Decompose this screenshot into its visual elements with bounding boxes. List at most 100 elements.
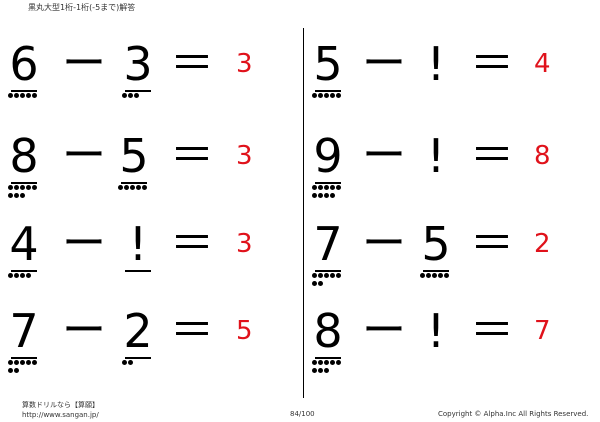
minuend: 5 <box>310 38 354 110</box>
counting-dot <box>330 185 335 190</box>
subtrahend-digit: 5 <box>421 217 451 271</box>
counting-dot <box>324 185 329 190</box>
equals-sign: ＝ <box>170 305 214 356</box>
subtrahend-underline <box>423 270 449 272</box>
counting-dot <box>14 93 19 98</box>
subtrahend-digit: ! <box>426 304 446 358</box>
counting-dot <box>26 360 31 365</box>
counting-dot <box>324 93 329 98</box>
equals-sign: ＝ <box>470 130 514 181</box>
footer-brand: 算数ドリルなら【算願】 <box>22 401 99 409</box>
subtrahend: ! <box>120 218 164 290</box>
problem-7: 7 ー 2 ＝ 5 <box>0 305 300 385</box>
subtrahend-digit: ! <box>426 129 446 183</box>
counting-dot <box>14 273 19 278</box>
minuend-digit: 8 <box>313 304 343 358</box>
answer: 4 <box>534 49 551 79</box>
minus-sign: ー <box>362 305 406 356</box>
page-title: 黒丸大型1桁-1桁(-5まで)解答 <box>28 3 136 12</box>
counting-dot <box>32 93 37 98</box>
minuend-underline <box>315 357 341 359</box>
minuend-dots <box>312 360 356 376</box>
subtrahend-underline <box>125 270 151 272</box>
counting-dot <box>336 273 341 278</box>
counting-dot <box>330 93 335 98</box>
counting-dot <box>330 273 335 278</box>
counting-dot <box>318 273 323 278</box>
dot-row <box>312 368 356 374</box>
counting-dot <box>312 185 317 190</box>
counting-dot <box>134 93 139 98</box>
counting-dot <box>14 185 19 190</box>
minuend-digit: 8 <box>9 129 39 183</box>
counting-dot <box>312 368 317 373</box>
counting-dot <box>122 360 127 365</box>
minus-sign: ー <box>62 130 106 181</box>
counting-dot <box>324 368 329 373</box>
minuend-dots <box>8 185 52 201</box>
minuend-digit: 4 <box>9 217 39 271</box>
minuend-dots <box>8 360 52 376</box>
counting-dot <box>118 185 123 190</box>
minuend-dots <box>8 273 52 281</box>
counting-dot <box>318 360 323 365</box>
counting-dot <box>32 185 37 190</box>
minuend-underline <box>11 270 37 272</box>
counting-dot <box>318 185 323 190</box>
counting-dot <box>20 185 25 190</box>
subtrahend-underline <box>121 182 147 184</box>
counting-dot <box>330 193 335 198</box>
counting-dot <box>318 93 323 98</box>
page-number: 84/100 <box>290 410 315 418</box>
column-divider <box>303 28 304 398</box>
answer: 7 <box>534 316 551 346</box>
counting-dot <box>336 360 341 365</box>
counting-dot <box>444 273 449 278</box>
counting-dot <box>336 93 341 98</box>
counting-dot <box>312 360 317 365</box>
minuend-digit: 7 <box>9 304 39 358</box>
subtrahend-digit: 5 <box>119 129 149 183</box>
subtrahend: ! <box>418 305 462 377</box>
counting-dot <box>122 93 127 98</box>
copyright: Copyright © Alpha.Inc All Rights Reserve… <box>438 410 589 418</box>
subtrahend: ! <box>418 130 462 202</box>
counting-dot <box>318 368 323 373</box>
subtrahend: 5 <box>418 218 462 290</box>
subtrahend-dots <box>122 360 166 368</box>
dot-row <box>8 368 52 374</box>
problem-6: 7 ー 5 ＝ 2 <box>306 218 596 298</box>
problem-1: 6 ー 3 ＝ 3 <box>0 38 300 118</box>
equals-sign: ＝ <box>470 218 514 269</box>
subtrahend-dots <box>122 93 166 101</box>
minus-sign: ー <box>362 218 406 269</box>
problem-4: 9 ー ! ＝ 8 <box>306 130 596 210</box>
problem-5: 4 ー ! ＝ 3 <box>0 218 300 298</box>
counting-dot <box>330 360 335 365</box>
equals-sign: ＝ <box>170 38 214 89</box>
minus-sign: ー <box>62 38 106 89</box>
subtrahend-digit: ! <box>426 37 446 91</box>
counting-dot <box>432 273 437 278</box>
problem-8: 8 ー ! ＝ 7 <box>306 305 596 385</box>
minuend: 8 <box>310 305 354 377</box>
counting-dot <box>318 193 323 198</box>
counting-dot <box>438 273 443 278</box>
counting-dot <box>136 185 141 190</box>
dot-row <box>8 193 52 199</box>
counting-dot <box>318 281 323 286</box>
dot-row <box>8 93 52 99</box>
counting-dot <box>20 193 25 198</box>
minuend-underline <box>315 182 341 184</box>
subtrahend-dots <box>118 185 162 193</box>
dot-row <box>312 185 356 191</box>
counting-dot <box>20 360 25 365</box>
dot-row <box>8 360 52 366</box>
counting-dot <box>324 193 329 198</box>
minuend: 7 <box>310 218 354 290</box>
subtrahend: 3 <box>120 38 164 110</box>
subtrahend: 2 <box>120 305 164 377</box>
minuend: 6 <box>6 38 50 110</box>
footer-url[interactable]: http://www.sangan.jp/ <box>22 411 99 419</box>
counting-dot <box>14 193 19 198</box>
